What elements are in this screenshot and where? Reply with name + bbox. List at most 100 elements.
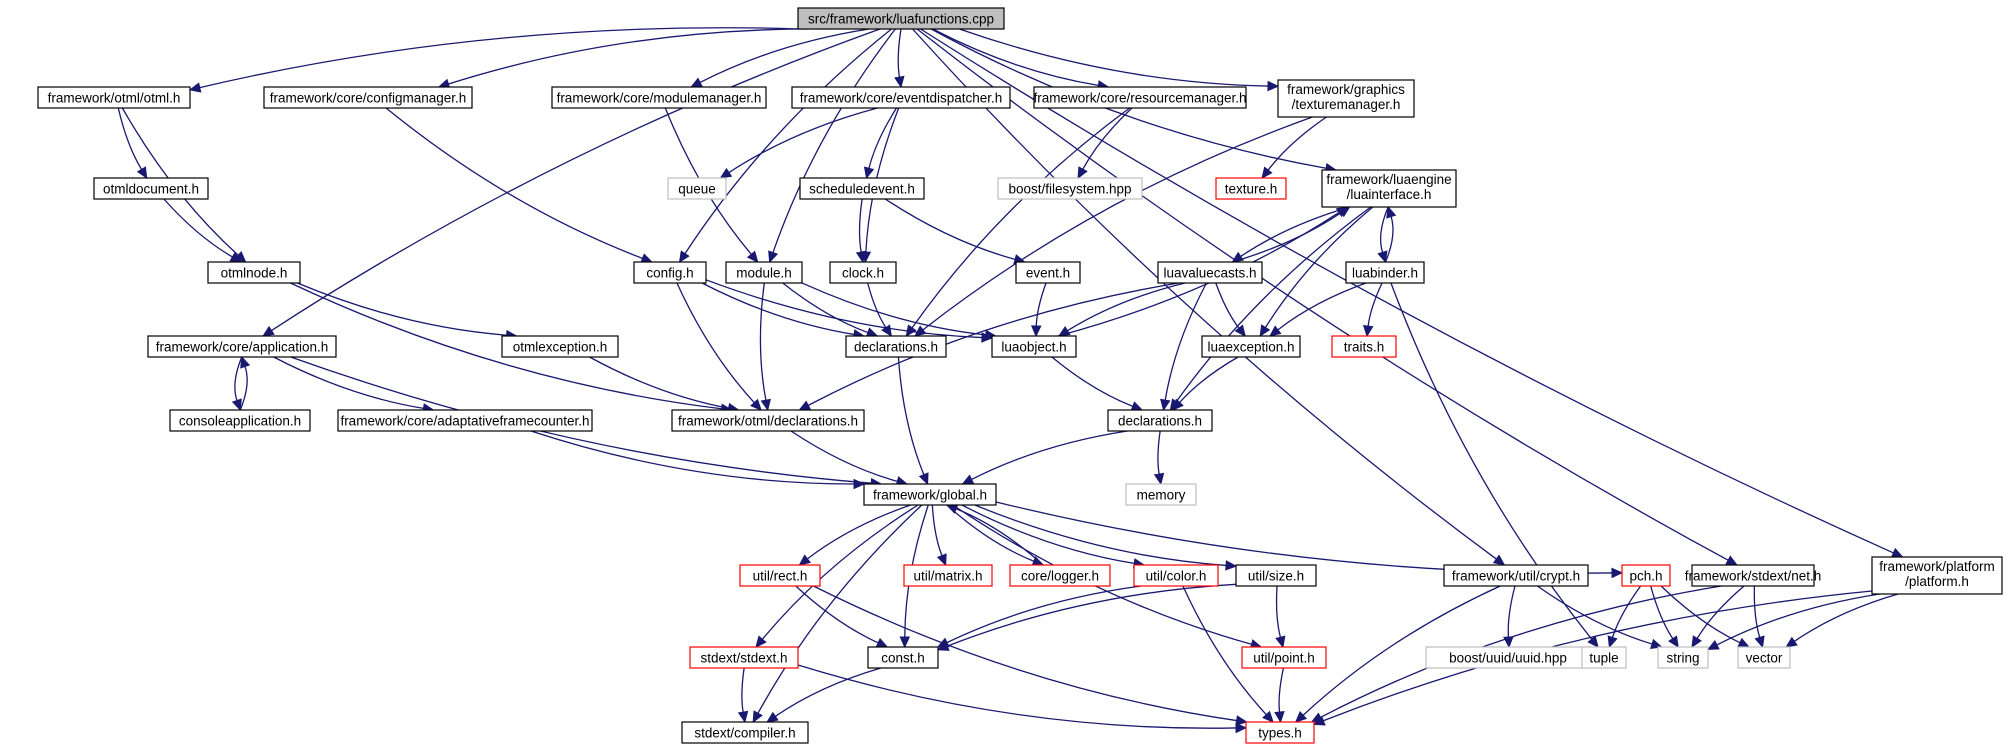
- edge-size-to-point: [1275, 585, 1286, 649]
- node-box: [1621, 564, 1671, 587]
- node-config[interactable]: config.h: [633, 261, 707, 284]
- node-luabinder[interactable]: luabinder.h: [1345, 261, 1425, 284]
- node-compiler[interactable]: stdext/compiler.h: [681, 721, 809, 744]
- node-label: framework/stdext/net.h: [1685, 569, 1822, 584]
- edge-line: [1367, 282, 1383, 327]
- node-point[interactable]: util/point.h: [1241, 646, 1327, 669]
- edge-arrowhead: [1706, 639, 1720, 650]
- edge-line: [797, 664, 1237, 729]
- node-matrix[interactable]: util/matrix.h: [903, 564, 993, 587]
- node-root[interactable]: src/framework/luafunctions.cpp: [797, 7, 1005, 30]
- node-platform[interactable]: framework/platform/platform.h: [1871, 556, 2003, 595]
- node-logger[interactable]: core/logger.h: [1009, 564, 1111, 587]
- node-types[interactable]: types.h: [1245, 721, 1315, 744]
- node-texturemanager[interactable]: framework/graphics/texturemanager.h: [1277, 79, 1415, 118]
- node-crypt[interactable]: framework/util/crypt.h: [1443, 564, 1589, 587]
- edge-arrowhead: [1607, 635, 1618, 649]
- edge-luainterface-to-luabinder: [1377, 206, 1389, 264]
- node-label: scheduledevent.h: [809, 182, 915, 197]
- node-stdext[interactable]: stdext/stdext.h: [689, 646, 799, 669]
- edge-rect-to-types: [813, 585, 1248, 726]
- node-label: luaobject.h: [1001, 340, 1066, 355]
- node-core-declarations[interactable]: declarations.h: [845, 335, 947, 358]
- node-label: util/color.h: [1146, 569, 1207, 584]
- edge-line: [1175, 206, 1372, 403]
- node-label: framework/otml/otml.h: [48, 91, 181, 106]
- edge-arrowhead: [1691, 635, 1702, 649]
- node-eventdispatcher[interactable]: framework/core/eventdispatcher.h: [791, 86, 1011, 109]
- edge-line: [239, 366, 248, 411]
- edge-luabinder-to-tuple: [1390, 282, 1599, 648]
- node-module[interactable]: module.h: [725, 261, 803, 284]
- edge-pch-to-tuple: [1607, 585, 1642, 649]
- edge-arrowhead: [1225, 560, 1238, 571]
- node-size[interactable]: util/size.h: [1235, 564, 1317, 587]
- node-adaptativeframecounter[interactable]: framework/core/adaptativeframecounter.h: [337, 409, 593, 432]
- edge-pch-to-string: [1650, 585, 1679, 649]
- node-label: consoleapplication.h: [179, 414, 301, 429]
- node-otmlnode[interactable]: otmlnode.h: [207, 261, 301, 284]
- node-box: [997, 177, 1143, 200]
- node-label: vector: [1746, 651, 1783, 666]
- node-label: otmlexception.h: [513, 340, 608, 355]
- edge-line: [790, 430, 898, 482]
- edge-arrowhead: [1234, 324, 1246, 337]
- edge-root-to-application: [262, 28, 881, 337]
- edge-line: [932, 28, 1099, 87]
- node-application[interactable]: framework/core/application.h: [147, 335, 337, 358]
- node-modulemanager[interactable]: framework/core/modulemanager.h: [551, 86, 767, 109]
- node-rect[interactable]: util/rect.h: [739, 564, 821, 587]
- node-lua-declarations[interactable]: declarations.h: [1107, 409, 1213, 432]
- node-luainterface[interactable]: framework/luaengine/luainterface.h: [1321, 169, 1457, 208]
- edge-arrowhead: [1312, 715, 1326, 726]
- edge-line: [163, 198, 233, 258]
- edge-texturemanager-to-texture: [1261, 116, 1327, 179]
- node-scheduledevent[interactable]: scheduledevent.h: [799, 177, 925, 200]
- node-pch[interactable]: pch.h: [1621, 564, 1671, 587]
- node-consoleapplication[interactable]: consoleapplication.h: [169, 409, 311, 432]
- node-layer: src/framework/luafunctions.cpp framework/…: [37, 7, 2003, 744]
- node-texture[interactable]: texture.h: [1215, 177, 1287, 200]
- node-otmlexception[interactable]: otmlexception.h: [501, 335, 619, 358]
- node-color[interactable]: util/color.h: [1133, 564, 1219, 587]
- node-const[interactable]: const.h: [867, 646, 939, 669]
- edge-luavaluecasts-to-lua_declarations: [1160, 282, 1208, 412]
- edge-event-to-luaobject: [1031, 282, 1047, 338]
- node-configmanager[interactable]: framework/core/configmanager.h: [263, 86, 473, 109]
- edge-line: [1264, 206, 1374, 328]
- node-net[interactable]: framework/stdext/net.h: [1685, 564, 1822, 587]
- node-box: [1015, 261, 1081, 284]
- node-event[interactable]: event.h: [1015, 261, 1081, 284]
- node-label: otmldocument.h: [103, 182, 199, 197]
- node-box: [903, 564, 993, 587]
- node-luavaluecasts[interactable]: luavaluecasts.h: [1157, 261, 1263, 284]
- node-label: util/matrix.h: [913, 569, 982, 584]
- edge-arrowhead: [1754, 635, 1765, 649]
- node-clock[interactable]: clock.h: [829, 261, 897, 284]
- edge-global-to-rect: [798, 504, 911, 566]
- node-luaexception[interactable]: luaexception.h: [1201, 335, 1301, 358]
- edge-line: [701, 282, 855, 336]
- node-label: framework/core/application.h: [156, 340, 329, 355]
- edge-root-to-resourcemanager: [932, 28, 1110, 91]
- node-traits[interactable]: traits.h: [1331, 335, 1397, 358]
- node-label: tuple: [1589, 651, 1618, 666]
- edge-line: [589, 356, 729, 409]
- node-label: clock.h: [842, 266, 884, 281]
- edge-line: [971, 430, 1128, 481]
- node-global[interactable]: framework/global.h: [863, 483, 997, 506]
- node-box: [1443, 564, 1589, 587]
- node-label: /luainterface.h: [1347, 187, 1432, 202]
- edge-global-to-stdext: [755, 504, 919, 648]
- node-otml-declarations[interactable]: framework/otml/declarations.h: [671, 409, 865, 432]
- node-box: [829, 261, 897, 284]
- node-otml[interactable]: framework/otml/otml.h: [37, 86, 191, 109]
- node-resourcemanager[interactable]: framework/core/resourcemanager.h: [1033, 86, 1247, 109]
- node-string: string: [1657, 646, 1709, 669]
- node-box: [671, 409, 865, 432]
- edge-scheduledevent-to-event: [884, 198, 1026, 265]
- node-luaobject[interactable]: luaobject.h: [991, 335, 1077, 358]
- edge-line: [234, 356, 243, 401]
- node-otmldocument[interactable]: otmldocument.h: [93, 177, 209, 200]
- node-label: texture.h: [1225, 182, 1278, 197]
